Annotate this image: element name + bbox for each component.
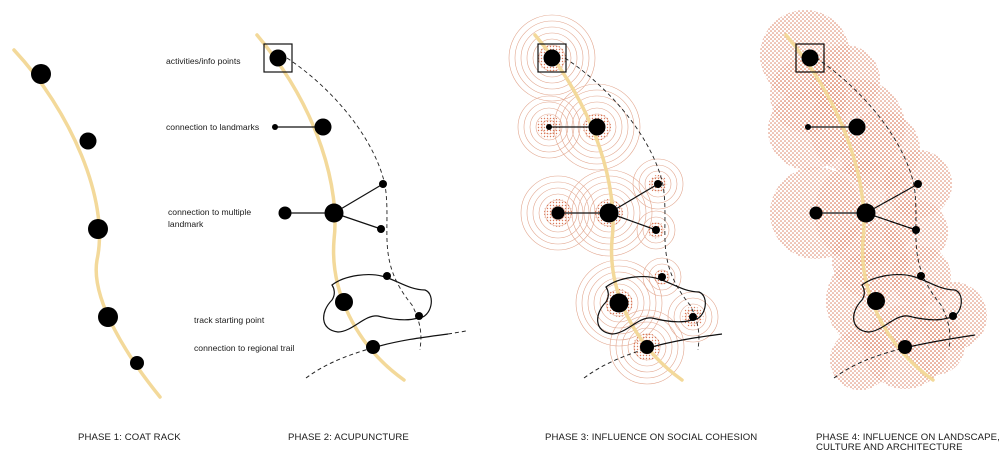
influence-ring	[593, 277, 645, 329]
legend: activities/info points connection to lan…	[166, 56, 294, 353]
node-small	[415, 312, 423, 320]
dashed-path	[564, 57, 700, 351]
phase-3-diagram	[508, 14, 723, 385]
influence-ring	[642, 216, 670, 244]
node-small	[917, 272, 925, 280]
dashed-path	[815, 57, 951, 351]
node-small	[689, 313, 697, 321]
phase-2-caption: PHASE 2: ACUPUNCTURE	[288, 432, 409, 443]
activity-marker-box	[795, 43, 825, 73]
regional-trail-dashed	[833, 347, 905, 379]
node-small	[377, 225, 385, 233]
node	[366, 340, 380, 354]
influence-blob	[830, 330, 890, 390]
node	[856, 203, 876, 223]
node	[314, 118, 332, 136]
node	[867, 292, 885, 310]
node-small	[546, 124, 552, 130]
node	[640, 340, 654, 354]
phase-4-caption-line-2: CULTURE AND ARCHITECTURE	[816, 442, 963, 451]
node-small	[272, 124, 278, 130]
legend-multiple-line-1: connection to multiple	[168, 207, 251, 217]
influence-ring	[679, 303, 707, 331]
influence-ring	[627, 327, 667, 367]
node	[609, 293, 629, 313]
dashed-path	[286, 57, 422, 351]
node	[324, 203, 344, 223]
influence-ring	[615, 315, 679, 379]
node	[848, 118, 866, 136]
influence-blob	[905, 315, 965, 375]
node-small	[914, 180, 922, 188]
influence-area	[760, 10, 987, 390]
node-small	[912, 226, 920, 234]
phase-2-diagram	[255, 33, 467, 382]
phase-3-caption: PHASE 3: INFLUENCE ON SOCIAL COHESION	[545, 432, 757, 443]
phase-1-caption: PHASE 1: COAT RACK	[78, 432, 181, 443]
node-small	[658, 273, 666, 281]
legend-activities: activities/info points	[166, 56, 241, 66]
regional-trail-dashed	[447, 330, 467, 335]
regional-trail	[647, 333, 723, 349]
legend-track: track starting point	[194, 315, 265, 325]
influence-ring	[508, 14, 596, 102]
activity-marker-box	[537, 43, 567, 73]
node	[278, 206, 292, 220]
node	[335, 293, 353, 311]
node	[98, 307, 118, 327]
legend-regional: connection to regional trail	[194, 343, 294, 353]
main-path	[255, 33, 406, 382]
influence-ring	[621, 321, 673, 373]
node-small	[654, 180, 662, 188]
node	[801, 49, 819, 67]
main-path	[12, 48, 162, 399]
node	[269, 49, 287, 67]
node	[130, 356, 144, 370]
influence-ring	[581, 265, 657, 341]
node	[79, 132, 97, 150]
node	[551, 206, 565, 220]
influence-ring	[632, 158, 684, 210]
node	[898, 340, 912, 354]
legend-multiple-line-2: landmark	[168, 219, 204, 229]
influence-ring	[599, 283, 639, 323]
influence-ring	[575, 259, 663, 347]
regional-trail	[371, 333, 449, 349]
influence-ring	[673, 297, 713, 337]
regional-trail-dashed	[305, 347, 373, 379]
node	[599, 203, 619, 223]
influence-ring	[609, 309, 685, 385]
node-small	[652, 226, 660, 234]
node-small	[383, 272, 391, 280]
influence-ring	[532, 38, 572, 78]
influence-ring	[514, 20, 590, 96]
node	[88, 219, 108, 239]
node-small	[805, 124, 811, 130]
node	[809, 206, 823, 220]
node	[588, 118, 606, 136]
node	[543, 49, 561, 67]
main-path	[533, 33, 684, 382]
legend-landmarks: connection to landmarks	[166, 122, 259, 132]
connector-line	[865, 183, 919, 214]
node-small	[949, 312, 957, 320]
node	[31, 64, 51, 84]
node-small	[379, 180, 387, 188]
influence-ring	[526, 32, 578, 84]
phase-4-diagram	[760, 10, 987, 390]
influence-ring	[644, 170, 672, 198]
influence-ring	[520, 26, 584, 90]
phase-1-diagram	[12, 48, 162, 399]
activity-marker-box	[263, 43, 293, 73]
influence-ring	[638, 164, 678, 204]
main-path	[784, 33, 935, 382]
influence-hotspots	[537, 44, 704, 361]
captions: PHASE 1: COAT RACK PHASE 2: ACUPUNCTURE …	[78, 432, 1000, 451]
influence-ring	[636, 210, 676, 250]
phase-4-caption-line-1: PHASE 4: INFLUENCE ON LANDSCAPE,	[816, 432, 1000, 443]
